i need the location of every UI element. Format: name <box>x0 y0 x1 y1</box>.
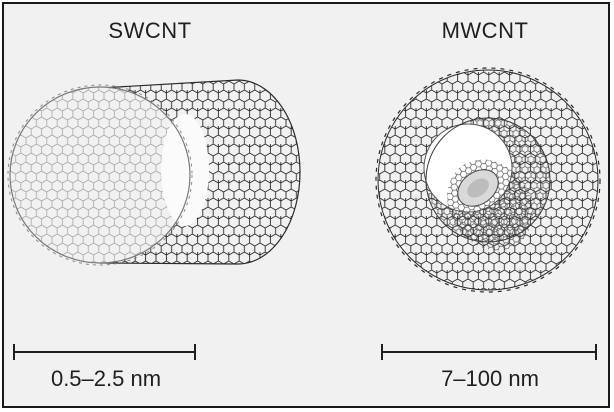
swcnt-icon <box>7 79 301 266</box>
swcnt-title: SWCNT <box>108 18 192 43</box>
mwcnt-icon <box>375 67 601 293</box>
swcnt-scale-bar <box>13 344 196 360</box>
swcnt-diameter-label: 0.5–2.5 nm <box>50 366 162 391</box>
mwcnt-title: MWCNT <box>441 18 529 43</box>
mwcnt-diameter-label: 7–100 nm <box>441 366 539 391</box>
mwcnt-scale-bar <box>381 344 597 360</box>
